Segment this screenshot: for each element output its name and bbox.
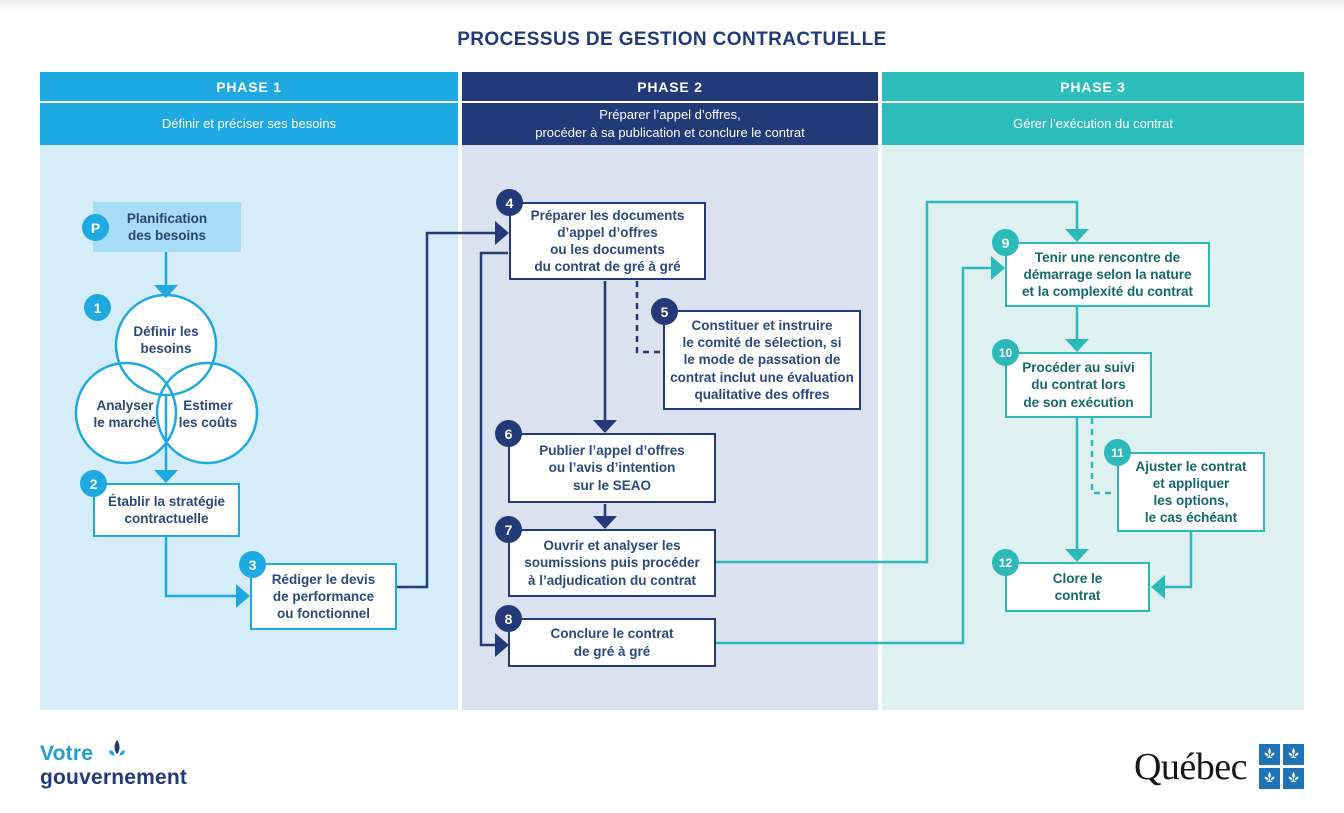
phase-2-header: PHASE 2 (462, 72, 878, 101)
node-ajuster: Ajuster le contrat et appliquer les opti… (1117, 452, 1265, 532)
node-documents: Préparer les documents d’appel d’offres … (509, 202, 706, 280)
badge-9: 9 (992, 229, 1019, 256)
badge-7: 7 (495, 516, 522, 543)
node-devis: Rédiger le devis de performance ou fonct… (250, 563, 397, 630)
phase-1-header: PHASE 1 (40, 72, 458, 101)
badge-1: 1 (84, 294, 111, 321)
badge-p: P (82, 214, 109, 241)
phase-3-subtitle: Gérer l’exécution du contrat (882, 103, 1304, 145)
node-suivi: Procéder au suivi du contrat lors de son… (1005, 352, 1152, 418)
phase-3-header: PHASE 3 (882, 72, 1304, 101)
phase-1-subtitle: Définir et préciser ses besoins (40, 103, 458, 145)
node-publier: Publier l’appel d’offres ou l’avis d’int… (508, 433, 716, 503)
quebec-logo: Québec (1134, 744, 1304, 789)
badge-3: 3 (239, 551, 266, 578)
quebec-wordmark: Québec (1133, 745, 1248, 788)
node-clore: Clore le contrat (1005, 562, 1150, 612)
badge-12: 12 (992, 549, 1019, 576)
badge-10: 10 (992, 339, 1019, 366)
top-edge-shadow (0, 0, 1344, 10)
node-comite: Constituer et instruire le comité de sél… (663, 310, 861, 410)
node-rencontre: Tenir une rencontre de démarrage selon l… (1005, 242, 1210, 307)
badge-2: 2 (80, 470, 107, 497)
node-conclure: Conclure le contrat de gré à gré (508, 618, 716, 667)
badge-11: 11 (1104, 439, 1131, 466)
node-strategie: Établir la stratégie contractuelle (93, 483, 240, 537)
node-planification: Planification des besoins (93, 202, 241, 252)
phase-2-subtitle: Préparer l’appel d’offres, procéder à sa… (462, 103, 878, 145)
venn-label-definir: Définir les besoins (133, 323, 199, 356)
votre-label: Votre (40, 742, 94, 765)
badge-8: 8 (495, 605, 522, 632)
node-ouvrir: Ouvrir et analyser les soumissions puis … (508, 529, 716, 597)
quebec-flag-icon (1259, 744, 1304, 789)
badge-4: 4 (496, 189, 523, 216)
venn-label-estimer: Estimer les coûts (178, 397, 238, 430)
venn-label-analyser: Analyser le marché (93, 397, 157, 430)
gouvernement-label: gouvernement (40, 766, 188, 789)
fleur-de-lis-icon (103, 739, 131, 770)
page-title: PROCESSUS DE GESTION CONTRACTUELLE (457, 29, 887, 50)
votre-gouvernement-logo: Votre gouvernement (40, 739, 188, 790)
badge-5: 5 (651, 298, 678, 325)
badge-6: 6 (495, 420, 522, 447)
phase-3-body (882, 145, 1304, 710)
